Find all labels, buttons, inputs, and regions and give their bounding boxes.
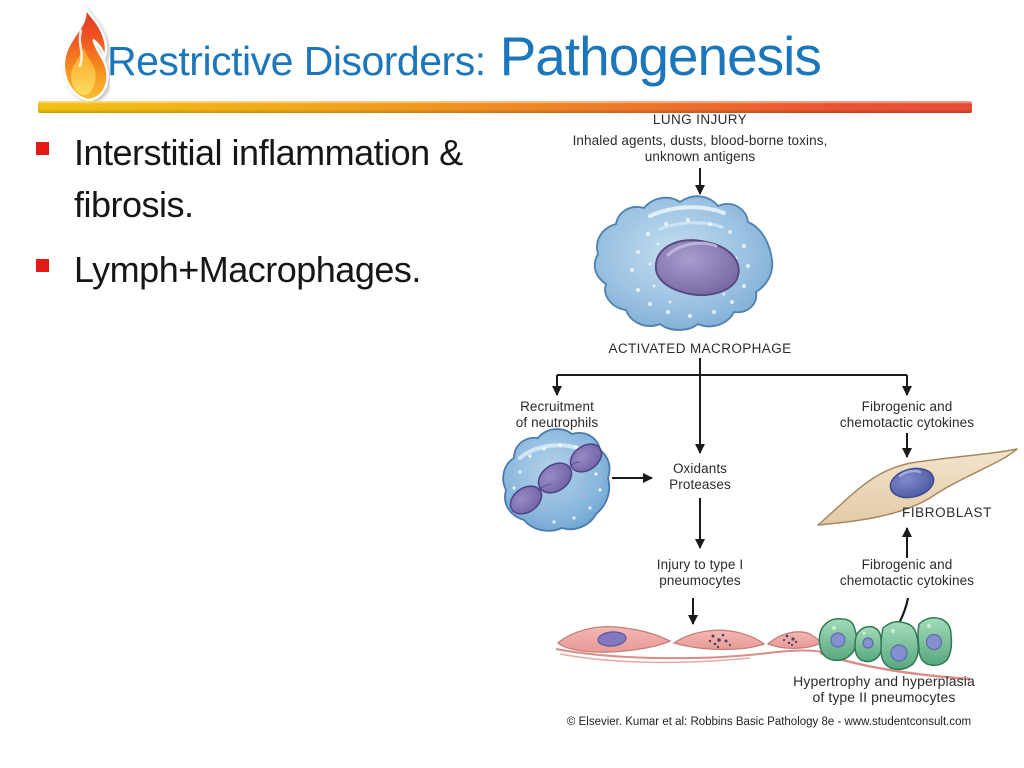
bullet-text: Interstitial inflammation & fibrosis. [74,132,463,225]
lung-injury-title: LUNG INJURY [652,112,748,127]
type1-pneumocyte-layer [555,625,823,664]
fibroblast-cell [817,448,1018,526]
type1-cell-nucleus [597,631,627,647]
copyright-credit: © Elsevier. Kumar et al: Robbins Basic P… [566,716,972,728]
activated-macrophage-cell [593,195,774,331]
title-prefix: Restrictive Disorders: [107,38,486,84]
neutrophil-nucleus-lobe [509,485,543,515]
list-item: Interstitial inflammation & fibrosis. [36,127,506,231]
neutrophil-nucleus-lobe [569,443,603,473]
fibrogenic-cytokines-lower-label: Fibrogenic and chemotactic cytokines [839,557,975,588]
title-underline-bar [38,101,972,113]
bullet-square-icon [36,258,49,272]
flame-icon [62,5,109,102]
injury-type1-pneumocytes-label: Injury to type I pneumocytes [656,557,744,588]
macrophage-nucleus [654,239,740,296]
pathway-diagram-art [502,168,1018,681]
bullet-text: Lymph+Macrophages. [74,248,421,290]
activated-macrophage-label: ACTIVATED MACROPHAGE [608,341,792,356]
bullet-list: Interstitial inflammation & fibrosis. Ly… [36,127,506,308]
neutrophil-cell [502,428,611,532]
pathogenesis-pathway-diagram: LUNG INJURY Inhaled agents, dusts, blood… [500,112,1024,757]
injured-nucleus-debris [782,634,798,647]
oxidants-proteases-label: Oxidants Proteases [669,461,731,492]
hypertrophy-type2-label: Hypertrophy and hyperplasia of type II p… [793,673,975,706]
macrophage-granules [630,218,750,318]
slide-title: Restrictive Disorders: Pathogenesis [107,24,822,88]
injured-nucleus-debris [708,633,732,649]
type2-pneumocyte-cells [818,617,971,681]
recruitment-neutrophils-label: Recruitment of neutrophils [515,399,599,430]
bullet-square-icon [36,142,49,155]
lung-injury-subtitle: Inhaled agents, dusts, blood-borne toxin… [572,133,828,164]
list-item: Lymph+Macrophages. [36,244,506,296]
title-emphasis: Pathogenesis [499,25,822,87]
type1-cell-injured [766,631,822,650]
fibroblast-label: FIBROBLAST [901,505,993,520]
fibrogenic-cytokines-upper-label: Fibrogenic and chemotactic cytokines [839,399,975,430]
